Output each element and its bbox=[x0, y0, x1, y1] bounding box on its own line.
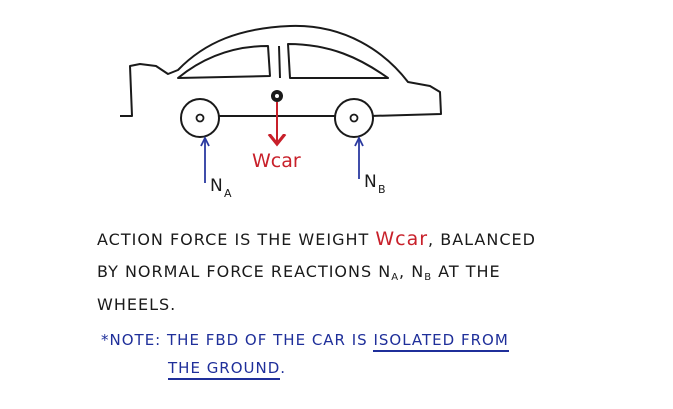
weight-label: Wcar bbox=[252, 150, 301, 172]
center-of-gravity-icon bbox=[271, 90, 283, 102]
explanation-line-1: ACTION FORCE IS THE WEIGHT Wcar, BALANCE… bbox=[97, 228, 536, 250]
line1-pre: ACTION FORCE IS THE WEIGHT bbox=[97, 230, 376, 249]
normal-b-subscript: B bbox=[378, 183, 386, 196]
line2-post: AT THE bbox=[432, 262, 501, 281]
normal-force-arrow-b bbox=[354, 135, 364, 179]
note-underlined-1: ISOLATED FROM bbox=[373, 331, 509, 352]
note-end: . bbox=[280, 359, 287, 377]
line2-na: N bbox=[378, 262, 392, 281]
note-line-2: THE GROUND. bbox=[168, 359, 287, 380]
car-body-outline bbox=[120, 24, 442, 117]
front-wheel bbox=[334, 98, 374, 138]
normal-force-arrow-a bbox=[200, 135, 210, 183]
note-underlined-2: THE GROUND bbox=[168, 359, 281, 380]
line2-nb: N bbox=[411, 262, 425, 281]
explanation-line-3: WHEELS. bbox=[97, 295, 177, 314]
note-prefix: *NOTE: bbox=[101, 331, 167, 349]
line2-na-sub: A bbox=[391, 272, 400, 283]
line2-nb-sub: B bbox=[424, 272, 433, 283]
normal-b-label: N bbox=[364, 172, 377, 192]
door-divider bbox=[278, 45, 281, 79]
explanation-line-2: BY NORMAL FORCE REACTIONS NA, NB AT THE bbox=[97, 262, 501, 283]
normal-a-label: N bbox=[210, 176, 223, 196]
line1-post: , BALANCED bbox=[428, 230, 536, 249]
line1-weight: Wcar bbox=[375, 228, 429, 250]
note-mid: THE FBD OF THE CAR IS bbox=[167, 331, 374, 349]
normal-a-subscript: A bbox=[224, 187, 232, 200]
rear-window bbox=[177, 45, 271, 79]
line2-pre: BY NORMAL FORCE REACTIONS bbox=[97, 262, 379, 281]
front-window bbox=[287, 43, 389, 79]
note-line-1: *NOTE: THE FBD OF THE CAR IS ISOLATED FR… bbox=[101, 331, 509, 352]
line2-sep: , bbox=[399, 262, 412, 281]
rear-wheel bbox=[180, 98, 220, 138]
